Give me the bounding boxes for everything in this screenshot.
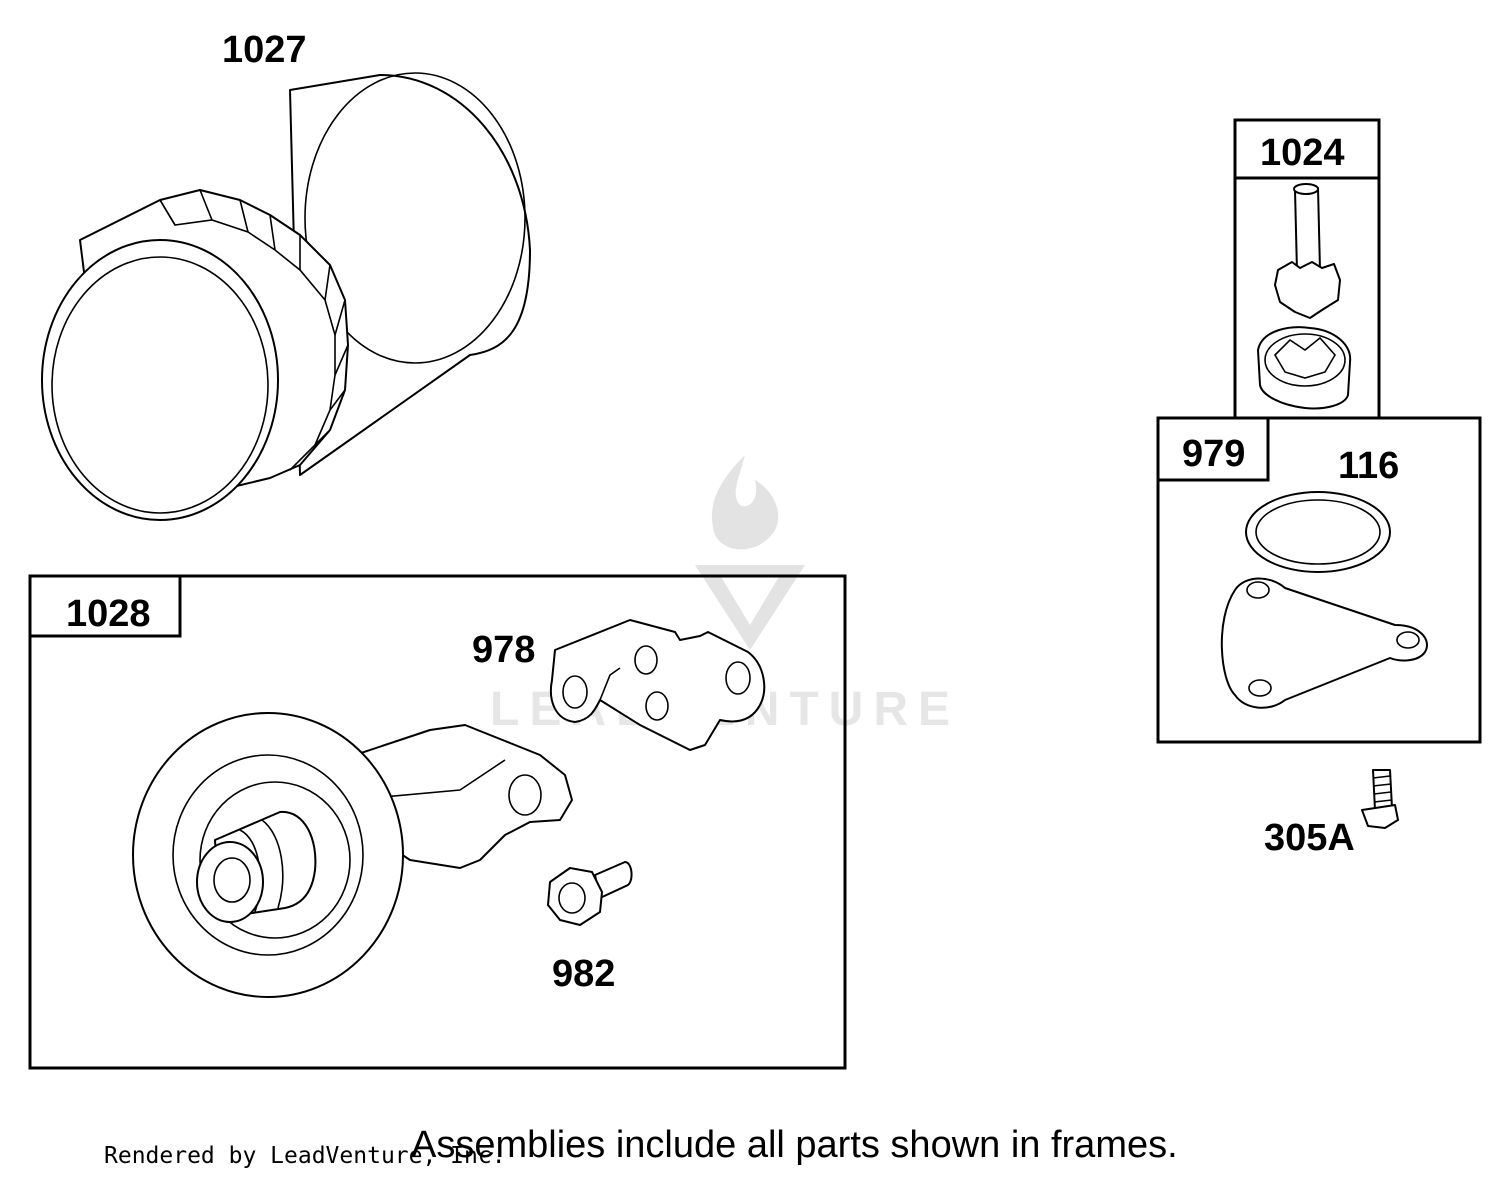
- filter-adapter: [132, 712, 573, 998]
- o-ring-116: [1245, 491, 1391, 573]
- bracket-978: [550, 619, 766, 751]
- screw-305a: [1361, 769, 1399, 829]
- pump-cover: [1220, 577, 1428, 709]
- part-label-1027[interactable]: 1027: [222, 29, 307, 71]
- part-label-982[interactable]: 982: [552, 953, 615, 995]
- part-label-978[interactable]: 978: [472, 629, 535, 671]
- screw-982: [547, 861, 633, 926]
- footer-note: Assemblies include all parts shown in fr…: [411, 1124, 1178, 1166]
- oil-filter: [41, 72, 531, 521]
- oil-pump-rotor: [1257, 183, 1352, 410]
- frame-1028: [28, 574, 847, 1070]
- frame-979: [1156, 416, 1482, 744]
- part-label-305a[interactable]: 305A: [1264, 817, 1355, 859]
- part-label-116[interactable]: 116: [1338, 445, 1399, 487]
- part-label-1028[interactable]: 1028: [66, 593, 151, 635]
- footer-credit: Rendered by LeadVenture, Inc.: [104, 1143, 506, 1169]
- part-label-979[interactable]: 979: [1182, 433, 1245, 475]
- part-label-1024[interactable]: 1024: [1260, 132, 1345, 174]
